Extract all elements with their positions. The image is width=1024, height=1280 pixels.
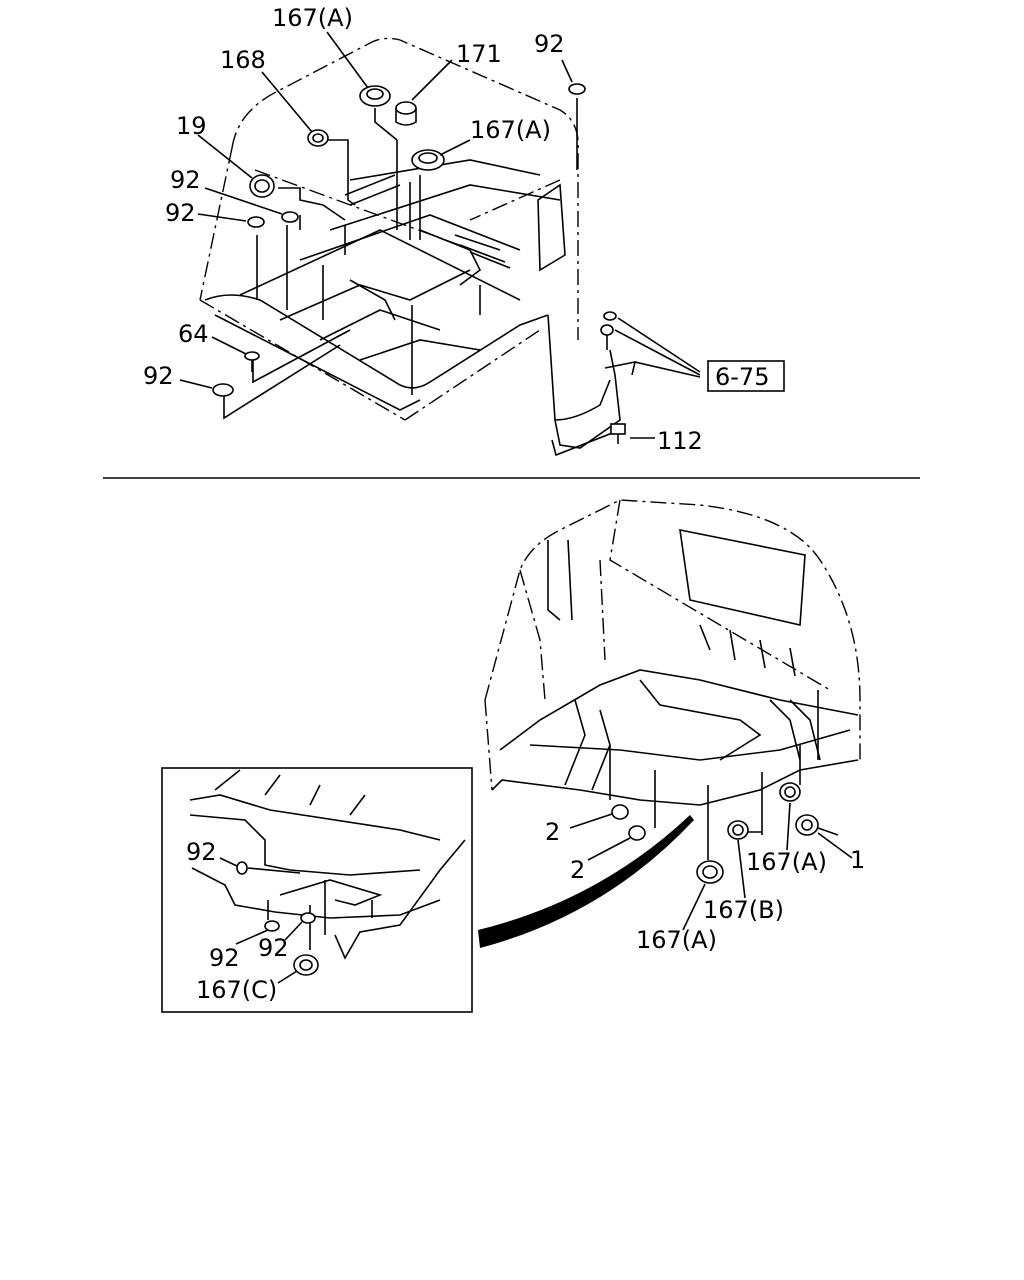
label-92-b: 92 xyxy=(165,199,196,227)
label-167a-right: 167(A) xyxy=(746,848,827,876)
o-ring-92-topright xyxy=(568,83,586,95)
screw-64 xyxy=(244,351,260,372)
grommet-167b xyxy=(727,820,749,840)
label-167a-mid: 167(A) xyxy=(470,116,551,144)
plug-1 xyxy=(795,814,819,836)
cab-underside-view xyxy=(484,499,861,860)
o-ring-92-a xyxy=(281,211,299,223)
label-167a-top: 167(A) xyxy=(272,4,353,32)
o-ring-92-c xyxy=(212,383,234,397)
label-167b: 167(B) xyxy=(703,896,784,924)
grommet-167a-mid xyxy=(411,149,445,171)
o-ring-2-a xyxy=(611,804,629,820)
clip-112 xyxy=(610,423,655,444)
label-167a-low: 167(A) xyxy=(636,926,717,954)
label-112: 112 xyxy=(657,427,703,455)
label-19: 19 xyxy=(176,112,207,140)
grommet-167a-right xyxy=(779,782,801,802)
cab-floor-top-view xyxy=(199,37,579,421)
grommet-167a-top xyxy=(359,85,391,107)
grommet-167a-low xyxy=(696,860,724,884)
detail-callout-connector xyxy=(478,815,694,948)
detail-o-ring-92-2 xyxy=(264,920,280,932)
detail-inset-frame xyxy=(161,767,473,1013)
label-2-a: 2 xyxy=(545,818,560,846)
detail-o-ring-92-1 xyxy=(236,861,248,875)
label-6-75: 6-75 xyxy=(715,363,769,391)
label-92-topright: 92 xyxy=(534,30,565,58)
label-92-a: 92 xyxy=(170,166,201,194)
label-167c: 167(C) xyxy=(196,976,277,1004)
label-detail-92-2: 92 xyxy=(209,944,240,972)
plug-19 xyxy=(249,174,275,198)
bolt-cluster xyxy=(600,311,701,378)
label-171: 171 xyxy=(456,40,502,68)
label-92-c: 92 xyxy=(143,362,174,390)
cap-171 xyxy=(395,101,417,126)
detail-inset-drawing xyxy=(189,769,466,960)
detail-grommet-167c xyxy=(293,954,319,976)
label-1: 1 xyxy=(850,846,865,874)
o-ring-2-b xyxy=(628,825,646,841)
label-2-b: 2 xyxy=(570,856,585,884)
label-detail-92-1: 92 xyxy=(186,838,217,866)
grommet-168 xyxy=(307,129,329,147)
label-168: 168 xyxy=(220,46,266,74)
reference-box xyxy=(707,360,785,392)
detail-o-ring-92-3 xyxy=(300,912,316,924)
o-ring-92-b xyxy=(247,216,265,228)
label-detail-92-3: 92 xyxy=(258,934,289,962)
label-64: 64 xyxy=(178,320,209,348)
